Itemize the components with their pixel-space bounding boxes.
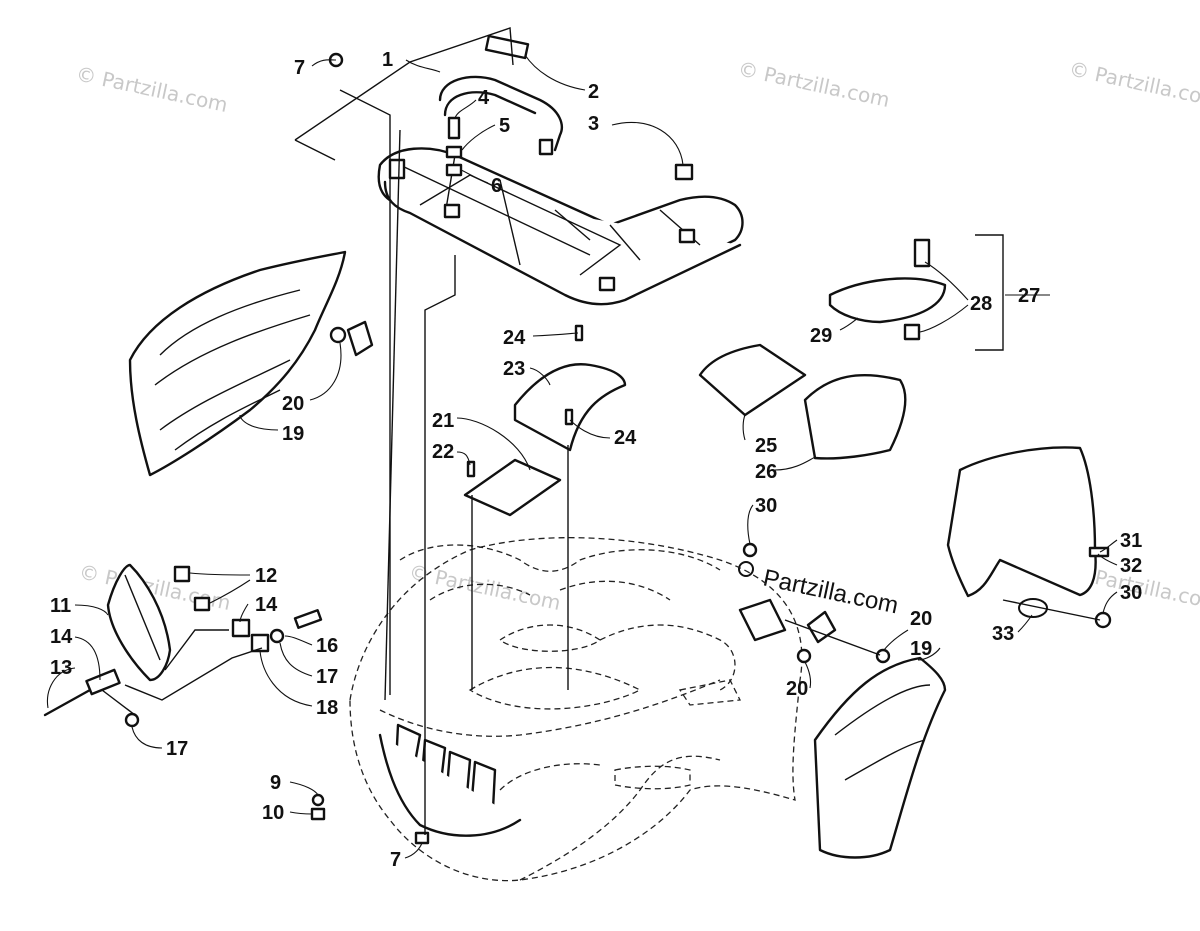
label-23: 23 bbox=[503, 358, 525, 380]
label-26: 26 bbox=[755, 461, 777, 483]
latch-icon bbox=[913, 238, 931, 268]
label-22: 22 bbox=[432, 441, 454, 463]
washer-icon bbox=[269, 628, 285, 644]
nut-icon bbox=[310, 807, 326, 821]
washer-icon bbox=[445, 145, 463, 159]
label-15: 14 bbox=[255, 594, 278, 616]
grommet-icon bbox=[875, 648, 891, 664]
label-12: 12 bbox=[255, 565, 277, 587]
label-8: 7 bbox=[294, 57, 305, 79]
label-33: 33 bbox=[992, 623, 1014, 645]
label-1: 1 bbox=[382, 49, 393, 71]
retainer-nut-icon bbox=[806, 610, 837, 644]
watermark-top-right: © Partzilla.com bbox=[1067, 56, 1200, 112]
label-4: 4 bbox=[478, 87, 490, 109]
label-24-upper: 24 bbox=[503, 327, 526, 349]
label-17-upper: 17 bbox=[316, 666, 338, 688]
storage-cap-kit bbox=[828, 234, 1004, 351]
rack-mount-tab bbox=[598, 276, 616, 292]
watermark-center-logo: Partzilla.com bbox=[761, 564, 901, 619]
label-31: 31 bbox=[1120, 530, 1142, 552]
rack-plug bbox=[674, 163, 694, 181]
front-body-fender bbox=[349, 537, 803, 882]
screw-icon bbox=[564, 408, 574, 426]
center-covers bbox=[463, 324, 627, 517]
washer-icon bbox=[742, 542, 758, 558]
headlight-assembly bbox=[43, 563, 323, 728]
console-cover bbox=[513, 363, 627, 452]
watermark-mid-center: © Partzilla.com bbox=[407, 559, 563, 615]
right-rear-panel bbox=[946, 446, 1112, 629]
storage-cap bbox=[828, 277, 947, 324]
label-14: 14 bbox=[50, 626, 73, 648]
screw-icon bbox=[466, 460, 476, 478]
screw-icon bbox=[173, 565, 191, 583]
label-3: 3 bbox=[588, 113, 599, 135]
watermark-top-left: © Partzilla.com bbox=[74, 61, 230, 117]
washer-icon bbox=[124, 712, 140, 728]
label-25: 25 bbox=[755, 435, 777, 457]
rack-mount-tab bbox=[538, 138, 554, 156]
storage-parts bbox=[698, 343, 907, 460]
label-28: 28 bbox=[970, 293, 992, 315]
label-2: 2 bbox=[588, 81, 599, 103]
screw-icon bbox=[193, 596, 211, 612]
nut-icon bbox=[445, 163, 463, 177]
bolt-icon bbox=[447, 116, 461, 140]
label-20-lower: 20 bbox=[786, 678, 808, 700]
storage-lid bbox=[698, 343, 807, 417]
label-16: 16 bbox=[316, 635, 338, 657]
watermark-top-center: © Partzilla.com bbox=[736, 56, 892, 112]
label-21: 21 bbox=[432, 410, 454, 432]
clip-icon bbox=[231, 618, 251, 638]
assembly-lines bbox=[101, 27, 1101, 835]
bolt-icon bbox=[293, 608, 323, 630]
grommet-icon bbox=[329, 326, 347, 344]
label-20-right: 20 bbox=[910, 608, 932, 630]
label-30-center: 30 bbox=[755, 495, 777, 517]
label-17-lower: 17 bbox=[166, 738, 188, 760]
label-5: 5 bbox=[499, 115, 510, 137]
label-29: 29 bbox=[810, 325, 832, 347]
label-13: 13 bbox=[50, 657, 72, 679]
access-cover bbox=[463, 458, 562, 517]
callout-labels: 7 1 2 3 4 5 6 20 19 12 14 16 17 18 11 14… bbox=[50, 49, 1142, 871]
ring-clip-icon bbox=[1018, 598, 1048, 618]
label-19-left: 19 bbox=[282, 423, 304, 445]
label-24-lower: 24 bbox=[614, 427, 637, 449]
grommet-icon bbox=[796, 648, 812, 664]
rack-assembly bbox=[377, 75, 744, 306]
left-side-panel bbox=[128, 250, 374, 477]
screw-icon bbox=[1088, 546, 1110, 558]
label-30-right: 30 bbox=[1120, 582, 1142, 604]
label-19-right: 19 bbox=[910, 638, 932, 660]
rack-mount-tab bbox=[678, 228, 696, 244]
washer-icon bbox=[311, 793, 325, 807]
latch-icon bbox=[903, 323, 921, 341]
label-7: 7 bbox=[390, 849, 401, 871]
kit-bracket bbox=[975, 234, 1004, 351]
rack-hardware bbox=[445, 116, 463, 177]
label-32: 32 bbox=[1120, 555, 1142, 577]
leader-lines bbox=[46, 54, 1118, 859]
nut-icon bbox=[414, 831, 430, 845]
retainer-nut-icon bbox=[346, 320, 374, 357]
label-11: 11 bbox=[50, 595, 71, 617]
rack-mount-tab bbox=[388, 158, 406, 180]
label-10: 10 bbox=[262, 802, 284, 824]
bracket-icon bbox=[738, 598, 787, 642]
label-9: 9 bbox=[270, 772, 281, 794]
right-side-panel bbox=[738, 542, 947, 859]
headlight-lens bbox=[378, 733, 601, 837]
label-18: 18 bbox=[316, 697, 338, 719]
label-6: 6 bbox=[491, 175, 502, 197]
watermark-logo-icon bbox=[738, 561, 754, 577]
label-20-left: 20 bbox=[282, 393, 304, 415]
rack-mount-tab bbox=[443, 203, 461, 219]
storage-box bbox=[803, 374, 907, 460]
rack-decal bbox=[484, 34, 530, 60]
label-27: 27 bbox=[1018, 285, 1040, 307]
